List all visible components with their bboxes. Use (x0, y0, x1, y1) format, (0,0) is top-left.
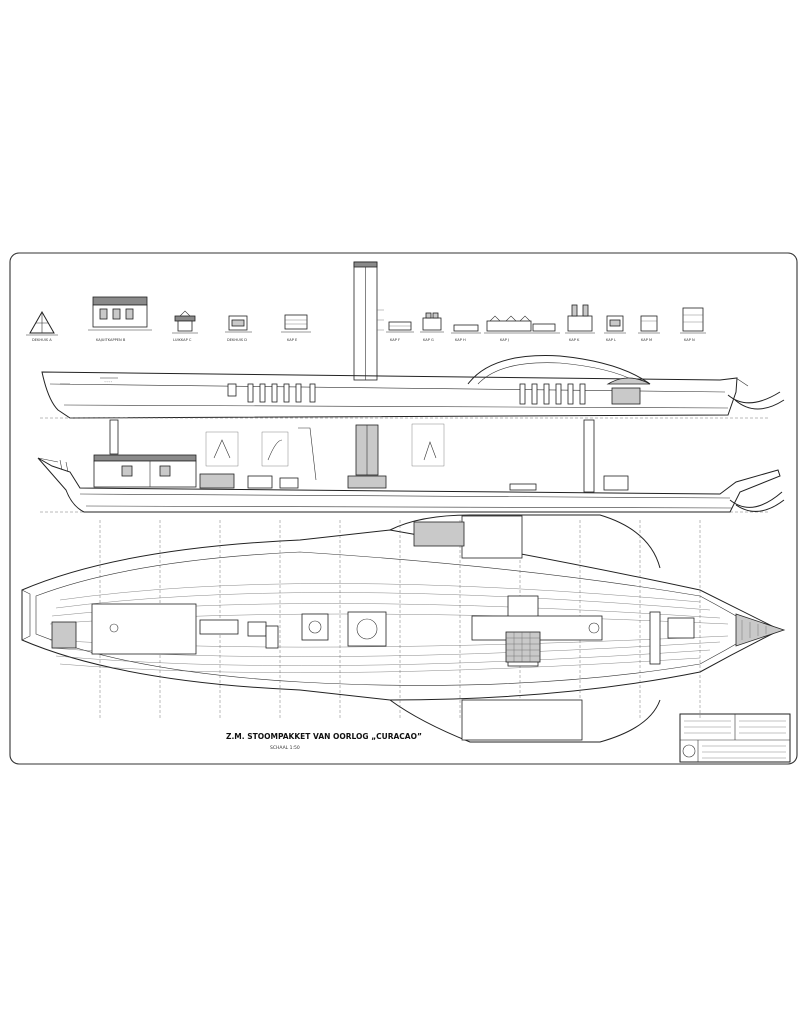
legend-box (679, 713, 791, 763)
side-openings (227, 383, 641, 405)
inboard-profile (37, 419, 785, 513)
grating (506, 632, 540, 662)
detail-a (26, 310, 58, 336)
svg-text:◦◦◦◦: ◦◦◦◦ (104, 380, 112, 384)
detail-h (451, 324, 481, 334)
detail-label-10: KAP L (606, 338, 616, 342)
detail-label-3: DEKHUIS D (227, 338, 247, 342)
detail-label-4: KAP E (287, 338, 298, 342)
detail-label-5: KAP F (390, 338, 400, 342)
callout-4 (411, 423, 445, 467)
detail-label-7: KAP H (455, 338, 466, 342)
detail-d (225, 315, 252, 333)
drawing-title: Z.M. STOOMPAKKET VAN OORLOG „CURACAO” (226, 732, 422, 741)
detail-j (484, 315, 560, 334)
detail-k (565, 304, 595, 334)
drawing-scale: SCHAAL 1:50 (270, 745, 300, 751)
funnel (353, 261, 384, 381)
detail-label-11: KAP M (641, 338, 652, 342)
detail-label-0: DEKHUIS A (32, 338, 52, 342)
callout-2 (261, 431, 289, 467)
title-block: Z.M. STOOMPAKKET VAN OORLOG „CURACAO” SC… (226, 732, 422, 751)
detail-views-row: DEKHUIS A KAJUITKAPPEN B LUIKKAP C DEKHU… (26, 296, 706, 342)
detail-label-1: KAJUITKAPPEN B (96, 338, 126, 342)
detail-label-2: LUIKKAP C (173, 338, 192, 342)
side-elevation: ◦◦◦◦ (41, 355, 785, 419)
detail-n (680, 307, 706, 334)
deck-plan (21, 514, 786, 743)
detail-e (281, 314, 311, 333)
detail-b (88, 296, 152, 331)
detail-label-12: KAP N (684, 338, 695, 342)
detail-f (386, 321, 414, 333)
detail-l (604, 315, 626, 334)
detail-label-8: KAP J (500, 338, 509, 342)
callout-3 (298, 427, 317, 481)
detail-m (638, 315, 660, 334)
detail-g (420, 312, 444, 333)
detail-label-6: KAP G (423, 338, 434, 342)
detail-label-9: KAP K (569, 338, 580, 342)
detail-c (172, 310, 198, 334)
callout-1 (205, 431, 239, 467)
